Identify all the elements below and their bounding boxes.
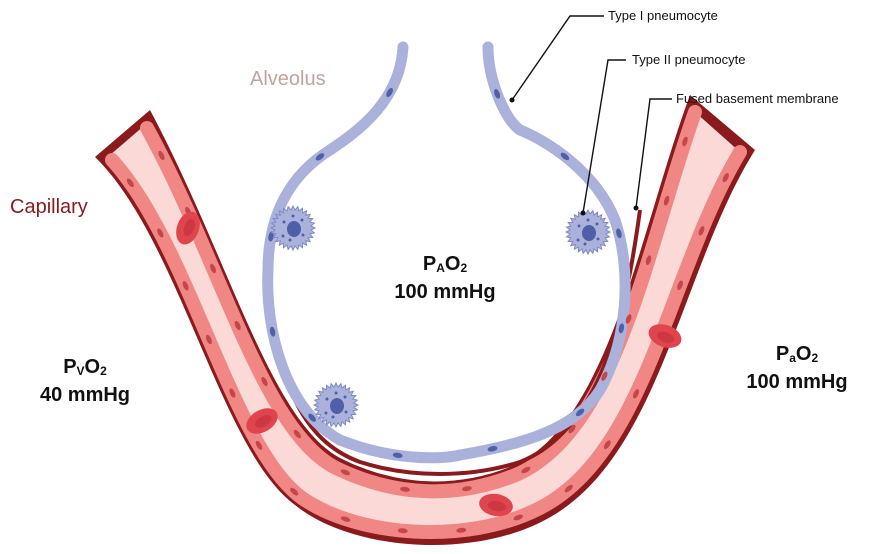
membrane-leader-dot bbox=[634, 206, 639, 211]
type2-label: Type II pneumocyte bbox=[632, 52, 745, 67]
type1-label: Type I pneumocyte bbox=[608, 8, 718, 23]
arterial-pressure-symbol: PaO2 bbox=[722, 342, 872, 370]
membrane-label: Fused basement membrane bbox=[676, 91, 839, 106]
arterial-pressure-value: 100 mmHg bbox=[722, 370, 872, 394]
venous-pressure: PVO2 40 mmHg bbox=[10, 355, 160, 407]
alveolar-pressure-value: 100 mmHg bbox=[370, 280, 520, 304]
venous-pressure-symbol: PVO2 bbox=[10, 355, 160, 383]
capillary-label: Capillary bbox=[10, 196, 88, 219]
type1-leader bbox=[512, 16, 604, 100]
type2-pneumocyte-right bbox=[566, 210, 610, 254]
arterial-pressure: PaO2 100 mmHg bbox=[722, 342, 872, 394]
alveolar-pressure: PAO2 100 mmHg bbox=[370, 252, 520, 304]
alveolus-label: Alveolus bbox=[250, 68, 326, 91]
type2-leader-dot bbox=[581, 211, 586, 216]
alveolar-pressure-symbol: PAO2 bbox=[370, 252, 520, 280]
venous-pressure-value: 40 mmHg bbox=[10, 383, 160, 407]
type1-leader-dot bbox=[510, 98, 515, 103]
